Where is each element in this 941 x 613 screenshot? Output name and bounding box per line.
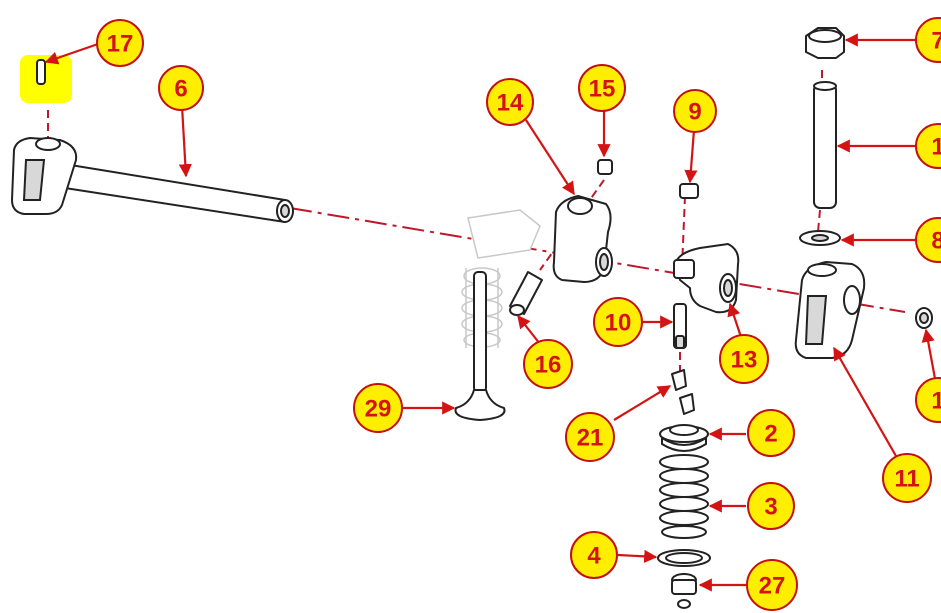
callout-17: 17 bbox=[96, 19, 144, 67]
callout-13-label: 13 bbox=[731, 347, 758, 374]
callout-15-label: 15 bbox=[589, 76, 616, 103]
callout-11: 11 bbox=[882, 453, 932, 503]
part-13-rocker-arm bbox=[673, 243, 740, 314]
part-27-valve-seal bbox=[671, 573, 697, 609]
callout-7-label: 7 bbox=[931, 28, 941, 55]
callout-3: 3 bbox=[747, 482, 795, 530]
leader-17 bbox=[44, 42, 99, 65]
callout-27-label: 27 bbox=[759, 573, 786, 600]
part-15-nut bbox=[597, 159, 613, 175]
part-3-spring bbox=[659, 454, 709, 539]
callout-15: 15 bbox=[578, 64, 626, 112]
callout-4: 4 bbox=[570, 531, 618, 579]
leader-16 bbox=[517, 314, 541, 345]
leader-6 bbox=[178, 105, 192, 178]
callout-1b-label: 1 bbox=[931, 388, 941, 415]
part-6-rocker-shaft bbox=[11, 137, 294, 223]
callout-13: 13 bbox=[719, 334, 769, 384]
callout-4-label: 4 bbox=[587, 543, 601, 570]
callout-29-label: 29 bbox=[365, 396, 392, 423]
leader-14 bbox=[525, 119, 575, 196]
callout-8: 8 bbox=[915, 217, 941, 263]
callout-10-label: 10 bbox=[605, 310, 632, 337]
callout-9: 9 bbox=[673, 89, 717, 133]
axis-1-8 bbox=[817, 209, 821, 233]
part-1-end-plug bbox=[915, 307, 933, 329]
part-9-nut bbox=[679, 183, 699, 199]
callout-21-label: 21 bbox=[577, 425, 604, 452]
part-7-nut bbox=[805, 27, 845, 59]
callout-16: 16 bbox=[523, 339, 573, 389]
callout-1a: 1 bbox=[915, 123, 941, 169]
callout-1b: 1 bbox=[915, 377, 941, 423]
callout-6-label: 6 bbox=[174, 76, 187, 103]
callout-6: 6 bbox=[158, 65, 204, 111]
part-4-washer bbox=[657, 549, 711, 567]
leader-1b bbox=[921, 328, 938, 385]
part-10-adjusting-screw bbox=[673, 303, 687, 349]
part-17-pin bbox=[20, 55, 72, 103]
callout-8-label: 8 bbox=[931, 228, 941, 255]
part-29-valve bbox=[454, 271, 506, 421]
callout-9-label: 9 bbox=[688, 99, 701, 126]
part-11-pedestal bbox=[794, 261, 866, 359]
callout-11-label: 11 bbox=[894, 466, 919, 493]
callout-10: 10 bbox=[593, 297, 643, 347]
part-16-adjusting-screw bbox=[509, 271, 543, 316]
callout-14: 14 bbox=[486, 78, 534, 126]
callout-1a-label: 1 bbox=[931, 134, 941, 161]
callout-29: 29 bbox=[353, 383, 403, 433]
leader-13 bbox=[727, 302, 744, 341]
callout-17-label: 17 bbox=[107, 31, 134, 58]
part-1-stud bbox=[813, 81, 837, 209]
callout-14-label: 14 bbox=[497, 90, 524, 117]
leader-11 bbox=[833, 346, 897, 457]
part-21-keepers bbox=[671, 369, 695, 415]
part-8-washer bbox=[799, 230, 841, 246]
leader-4 bbox=[617, 549, 658, 563]
callout-21: 21 bbox=[565, 412, 615, 462]
leader-9 bbox=[684, 129, 698, 184]
callout-7: 7 bbox=[915, 17, 941, 63]
callout-27: 27 bbox=[746, 559, 798, 611]
leader-arrows bbox=[44, 33, 938, 592]
part-2-retainer bbox=[659, 424, 709, 452]
callout-16-label: 16 bbox=[535, 352, 562, 379]
callout-2-label: 2 bbox=[764, 421, 777, 448]
callout-2: 2 bbox=[747, 409, 795, 457]
part-14-rocker-arm bbox=[552, 195, 613, 283]
callout-3-label: 3 bbox=[764, 494, 777, 521]
leader-21 bbox=[613, 385, 672, 421]
